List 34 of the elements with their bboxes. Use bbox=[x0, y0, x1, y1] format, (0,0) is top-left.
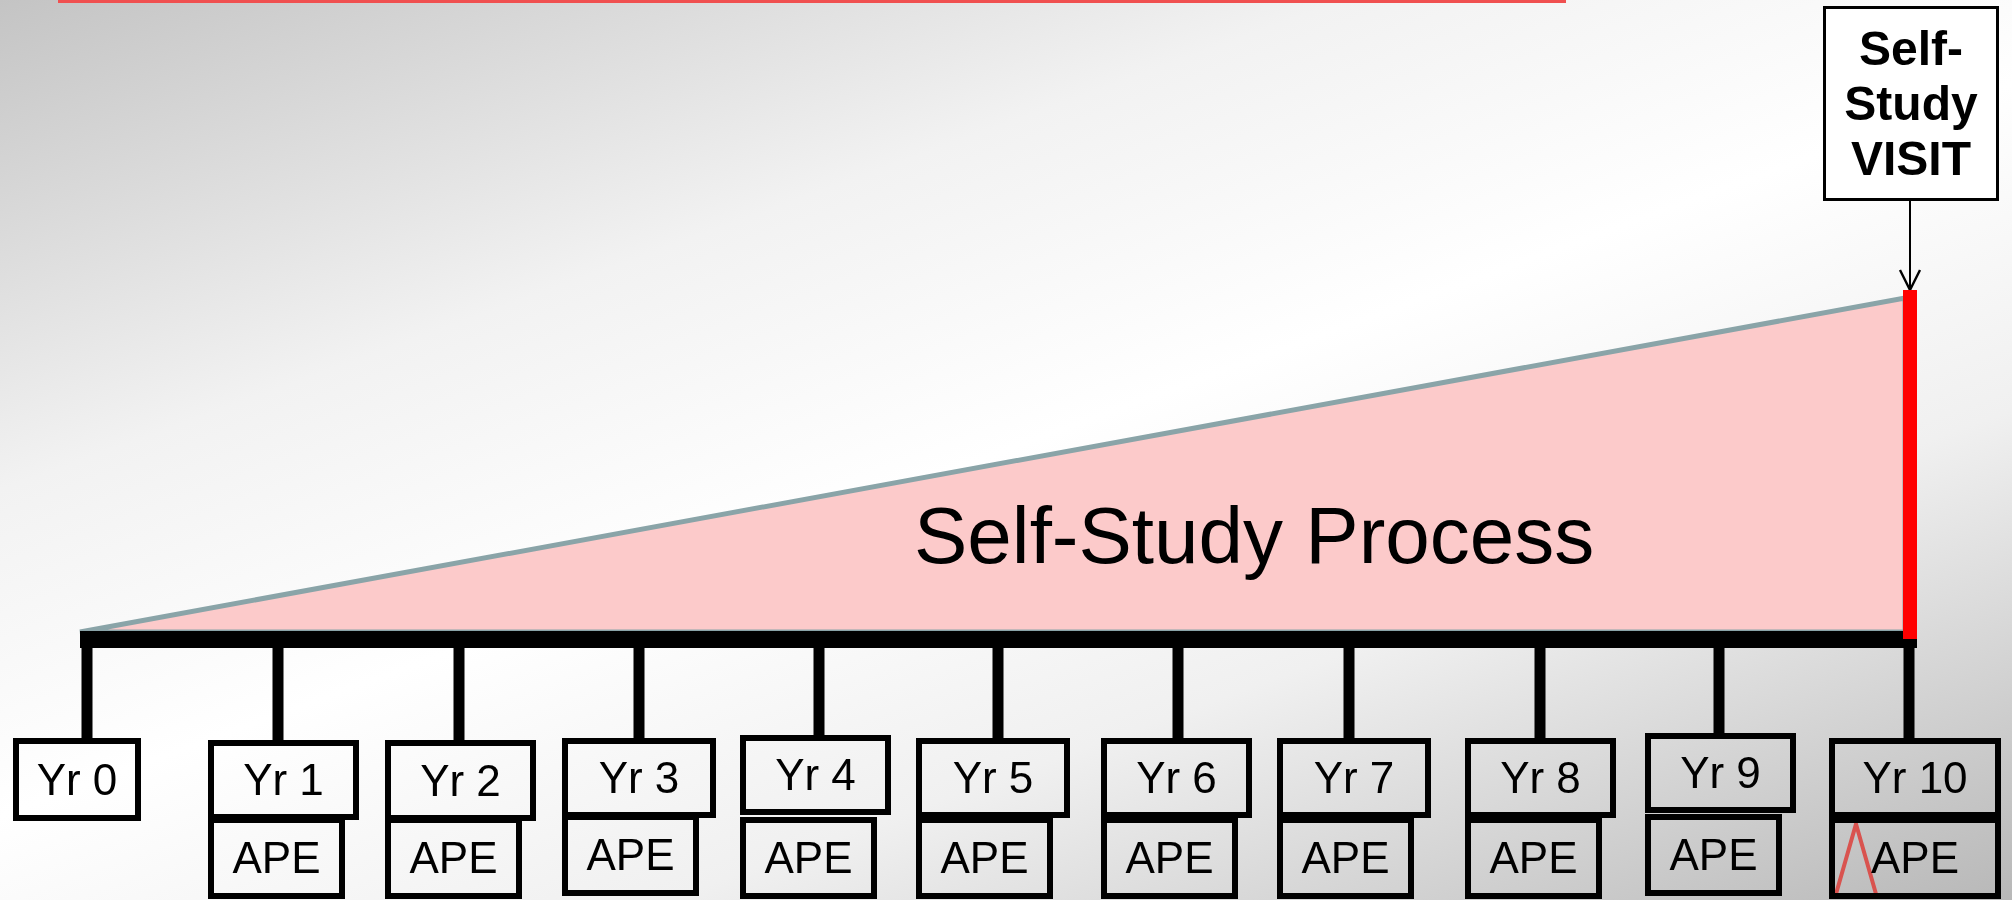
connector-line bbox=[992, 648, 1004, 738]
year-box: Yr 4 bbox=[740, 735, 891, 815]
year-box: Yr 7 bbox=[1277, 738, 1431, 818]
connector-line bbox=[1172, 648, 1184, 738]
process-label: Self-Study Process bbox=[914, 490, 1595, 582]
connector-line bbox=[81, 648, 93, 738]
year-box: Yr 3 bbox=[562, 738, 716, 818]
connector-line bbox=[813, 648, 825, 735]
connector-line bbox=[633, 648, 645, 738]
connector-line bbox=[1534, 648, 1546, 738]
year-box: Yr 10 bbox=[1829, 738, 2001, 818]
ape-box: APE bbox=[1465, 817, 1602, 899]
year-box: Yr 2 bbox=[385, 740, 536, 821]
marker-bar bbox=[1903, 290, 1917, 639]
ape-box: APE bbox=[740, 817, 877, 899]
connector-line bbox=[453, 648, 465, 740]
connector-line bbox=[1903, 648, 1915, 738]
arrow bbox=[1898, 200, 1922, 292]
callout-box: Self-Study VISIT bbox=[1823, 6, 1999, 201]
ape-box: APE bbox=[1829, 817, 2001, 899]
year-box: Yr 1 bbox=[208, 740, 359, 820]
year-box: Yr 6 bbox=[1101, 738, 1252, 818]
ape-box: APE bbox=[208, 817, 345, 899]
ape-box: APE bbox=[1101, 817, 1238, 899]
connector-line bbox=[1343, 648, 1355, 738]
year-box: Yr 8 bbox=[1465, 738, 1616, 818]
connector-line bbox=[1713, 648, 1725, 733]
year-box: Yr 9 bbox=[1645, 733, 1796, 813]
ape-box: APE bbox=[916, 817, 1053, 899]
ape-box: APE bbox=[1277, 817, 1414, 899]
timeline-bar bbox=[80, 631, 1917, 648]
year-box: Yr 0 bbox=[13, 738, 141, 821]
year-box: Yr 5 bbox=[916, 738, 1070, 818]
ape-box: APE bbox=[1645, 814, 1782, 896]
